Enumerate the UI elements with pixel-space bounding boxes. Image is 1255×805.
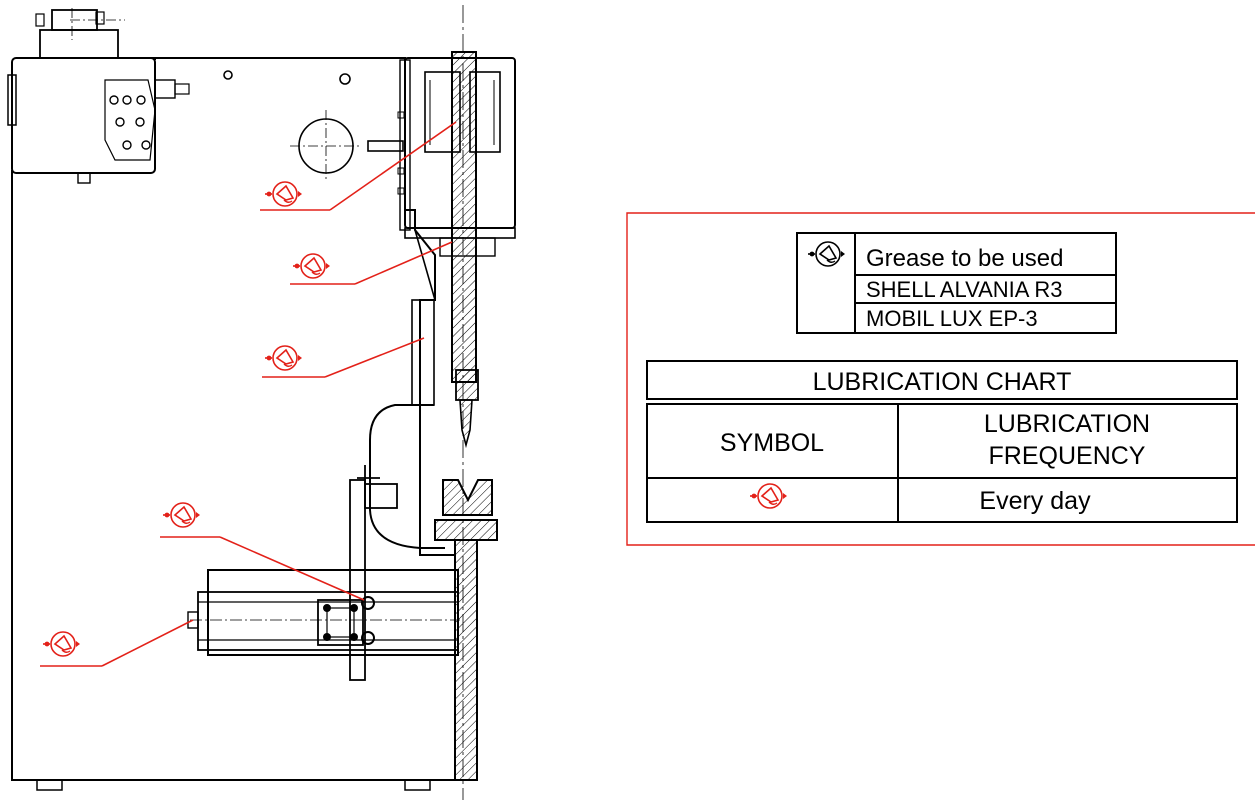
lubrication-callouts bbox=[40, 121, 457, 667]
grease-gun-icon bbox=[807, 241, 846, 267]
grease-gun-icon bbox=[749, 483, 788, 509]
grease-type-2: MOBIL LUX EP-3 bbox=[866, 306, 1038, 331]
hydraulic-block bbox=[7, 8, 190, 184]
grease-gun-icon bbox=[264, 181, 303, 207]
col-frequency-header-line2: FREQUENCY bbox=[989, 442, 1146, 470]
grease-type-1: SHELL ALVANIA R3 bbox=[866, 277, 1062, 302]
c-frame-throat bbox=[369, 229, 445, 549]
col-symbol-header: SYMBOL bbox=[720, 429, 824, 457]
grease-gun-icon bbox=[42, 631, 81, 657]
back-gauge-assembly bbox=[187, 569, 460, 656]
lower-die bbox=[434, 479, 498, 781]
lubrication-chart-table bbox=[646, 360, 1238, 523]
grease-gun-icon bbox=[264, 345, 303, 371]
machine-frame bbox=[11, 57, 456, 791]
grease-gun-icon bbox=[292, 253, 331, 279]
grease-table bbox=[796, 232, 1117, 334]
lubrication-points bbox=[42, 181, 331, 657]
grease-gun-icon bbox=[162, 502, 201, 528]
grease-header: Grease to be used bbox=[866, 245, 1063, 272]
back-gauge-finger bbox=[349, 465, 398, 681]
frame-holes bbox=[223, 70, 404, 182]
chart-title: LUBRICATION CHART bbox=[813, 368, 1072, 396]
legend-panel: Grease to be used SHELL ALVANIA R3 MOBIL… bbox=[626, 212, 1255, 546]
col-frequency-header-line1: LUBRICATION bbox=[984, 410, 1150, 438]
ram bbox=[451, 51, 479, 449]
frequency-value: Every day bbox=[979, 487, 1091, 515]
